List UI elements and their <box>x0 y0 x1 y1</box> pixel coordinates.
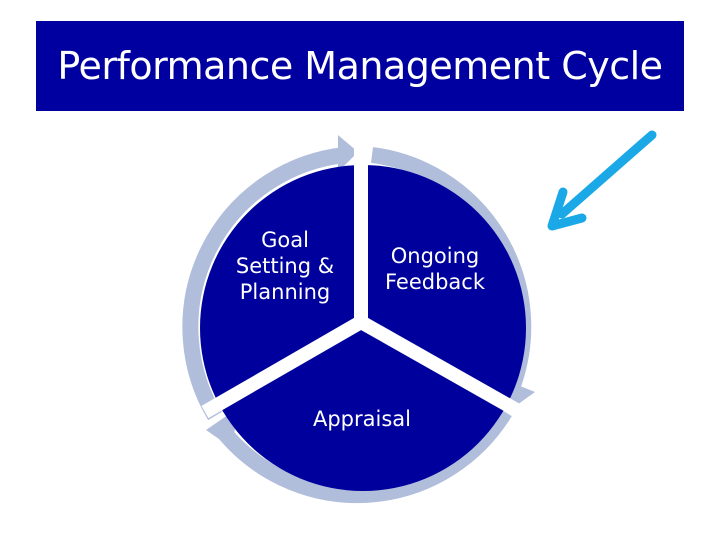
segment-goal-setting: Goal Setting & Planning <box>235 228 335 304</box>
title-banner: Performance Management Cycle <box>36 21 684 111</box>
arrow-down-left-icon <box>547 130 657 231</box>
segment-appraisal: Appraisal <box>312 407 411 431</box>
segment-dividers <box>201 140 524 419</box>
segment-ongoing-feedback: Ongoing Feedback <box>384 244 485 294</box>
page-title: Performance Management Cycle <box>57 44 663 88</box>
